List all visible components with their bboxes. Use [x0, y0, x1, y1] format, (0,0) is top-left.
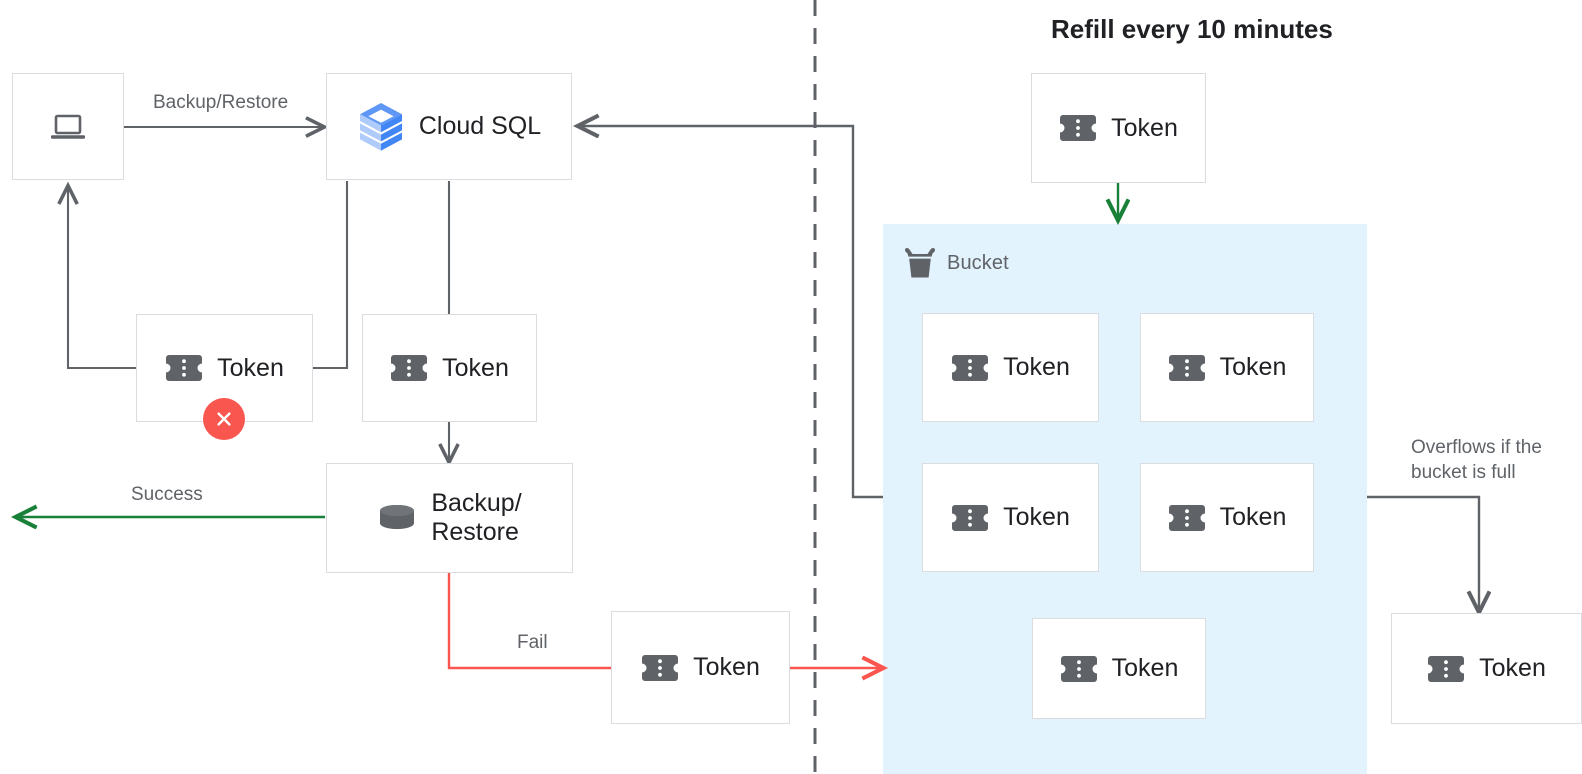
- edge-cloudsql-to-token-left: [313, 181, 349, 370]
- edge-bucket-overflow: [1367, 495, 1479, 612]
- database-icon: [377, 502, 417, 534]
- node-token-right[interactable]: Token: [362, 314, 537, 422]
- status-badge-error: [203, 398, 245, 440]
- node-backup-restore[interactable]: Backup/ Restore: [326, 463, 573, 573]
- node-token-fail[interactable]: Token: [611, 611, 790, 724]
- token-icon: [165, 353, 203, 383]
- node-label-token-right: Token: [442, 353, 509, 382]
- node-laptop[interactable]: [12, 73, 124, 180]
- token-icon: [1060, 654, 1098, 684]
- edge-label-overflow: Overflows if the bucket is full: [1411, 437, 1542, 484]
- node-bucket-token-2[interactable]: Token: [1140, 313, 1314, 422]
- close-icon: [217, 412, 231, 426]
- node-bucket-token-1[interactable]: Token: [922, 313, 1099, 422]
- edge-token-left-to-laptop: [68, 186, 136, 370]
- node-label-bucket-token-3: Token: [1003, 503, 1070, 531]
- node-bucket-token-5[interactable]: Token: [1032, 618, 1206, 719]
- edge-label-success: Success: [131, 484, 203, 505]
- token-icon: [951, 503, 989, 533]
- cloud-sql-icon: [357, 101, 405, 153]
- node-label-bucket-token-1: Token: [1003, 353, 1070, 381]
- bucket-label: Bucket: [947, 251, 1009, 274]
- node-label-bucket-token-4: Token: [1219, 503, 1287, 531]
- bucket-header: Bucket: [903, 247, 1009, 279]
- node-label-cloud-sql: Cloud SQL: [418, 112, 542, 141]
- node-label-token-left: Token: [217, 353, 284, 382]
- page-title: Refill every 10 minutes: [1051, 14, 1333, 44]
- edge-label-backup-restore: Backup/Restore: [153, 92, 289, 113]
- node-label-token-refill: Token: [1111, 113, 1178, 142]
- node-label-bucket-token-5: Token: [1111, 654, 1179, 682]
- edge-bucket-to-cloudsql: [578, 126, 883, 499]
- node-token-refill[interactable]: Token: [1031, 73, 1206, 183]
- token-icon: [1427, 654, 1465, 684]
- node-bucket-token-4[interactable]: Token: [1140, 463, 1314, 572]
- token-icon: [951, 353, 989, 383]
- bucket-icon: [903, 247, 937, 279]
- node-label-bucket-token-2: Token: [1219, 353, 1287, 381]
- token-icon: [390, 353, 428, 383]
- node-label-token-overflow: Token: [1479, 654, 1546, 682]
- token-icon: [1059, 113, 1097, 143]
- token-icon: [641, 653, 679, 683]
- token-icon: [1168, 503, 1206, 533]
- token-icon: [1168, 353, 1206, 383]
- node-bucket-token-3[interactable]: Token: [922, 463, 1099, 572]
- laptop-icon: [49, 111, 87, 143]
- node-label-backup-restore: Backup/ Restore: [431, 489, 522, 546]
- edge-label-fail: Fail: [517, 632, 548, 653]
- node-label-token-fail: Token: [693, 653, 760, 681]
- node-cloud-sql[interactable]: Cloud SQL: [326, 73, 572, 180]
- node-token-overflow[interactable]: Token: [1391, 613, 1582, 724]
